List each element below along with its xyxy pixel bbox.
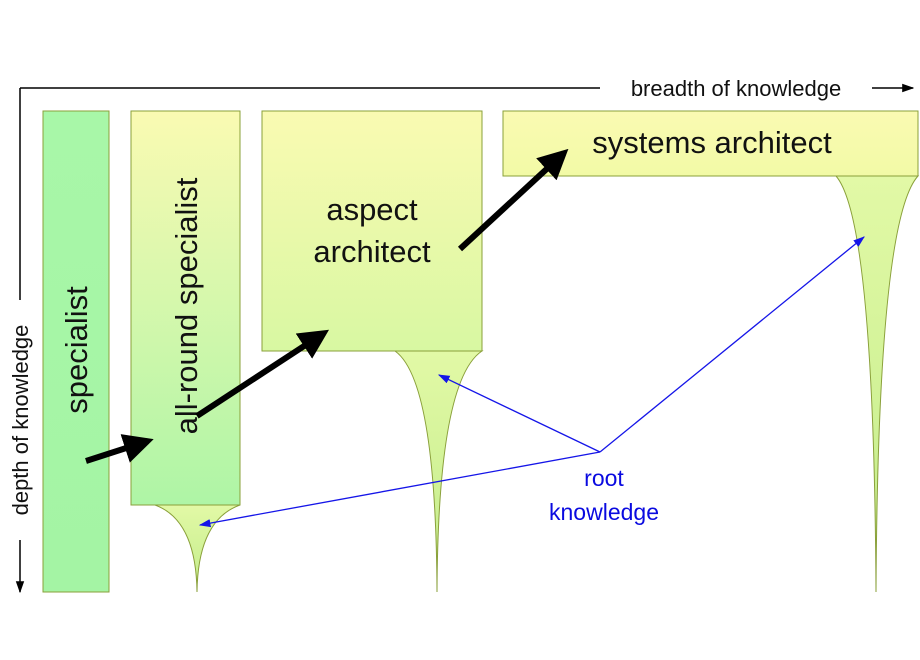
root-pointer-3	[599, 236, 865, 453]
depth-axis: depth of knowledge	[8, 88, 33, 594]
root-knowledge-label-line1: root	[584, 465, 624, 491]
all-round-specialist-block: all-round specialist	[130, 110, 241, 593]
systems-architect-block: systems architect	[502, 110, 920, 593]
all-round-specialist-label: all-round specialist	[169, 177, 204, 434]
root-knowledge-label-line2: knowledge	[549, 499, 659, 525]
root-knowledge-pointers: root knowledge	[198, 236, 865, 528]
root-knowledge-spike-1	[154, 504, 241, 593]
root-pointer-1	[198, 451, 601, 528]
specialist-label: specialist	[59, 286, 94, 414]
progression-arrow-2	[195, 329, 330, 419]
aspect-architect-label-line2: architect	[313, 234, 431, 269]
aspect-architect-label-line1: aspect	[326, 192, 418, 227]
specialist-block: specialist	[42, 110, 110, 593]
root-knowledge-spike-2	[393, 350, 484, 593]
breadth-axis-label: breadth of knowledge	[631, 76, 841, 101]
root-pointer-2	[437, 374, 601, 453]
depth-axis-label: depth of knowledge	[8, 325, 33, 516]
systems-architect-label: systems architect	[592, 125, 832, 160]
progression-arrow-1	[85, 434, 154, 464]
progression-arrow-3	[457, 148, 569, 252]
aspect-architect-block: aspect architect	[261, 110, 484, 593]
progression-arrows	[85, 148, 569, 464]
root-knowledge-spike-3	[834, 175, 920, 593]
breadth-axis: breadth of knowledge	[20, 76, 915, 101]
